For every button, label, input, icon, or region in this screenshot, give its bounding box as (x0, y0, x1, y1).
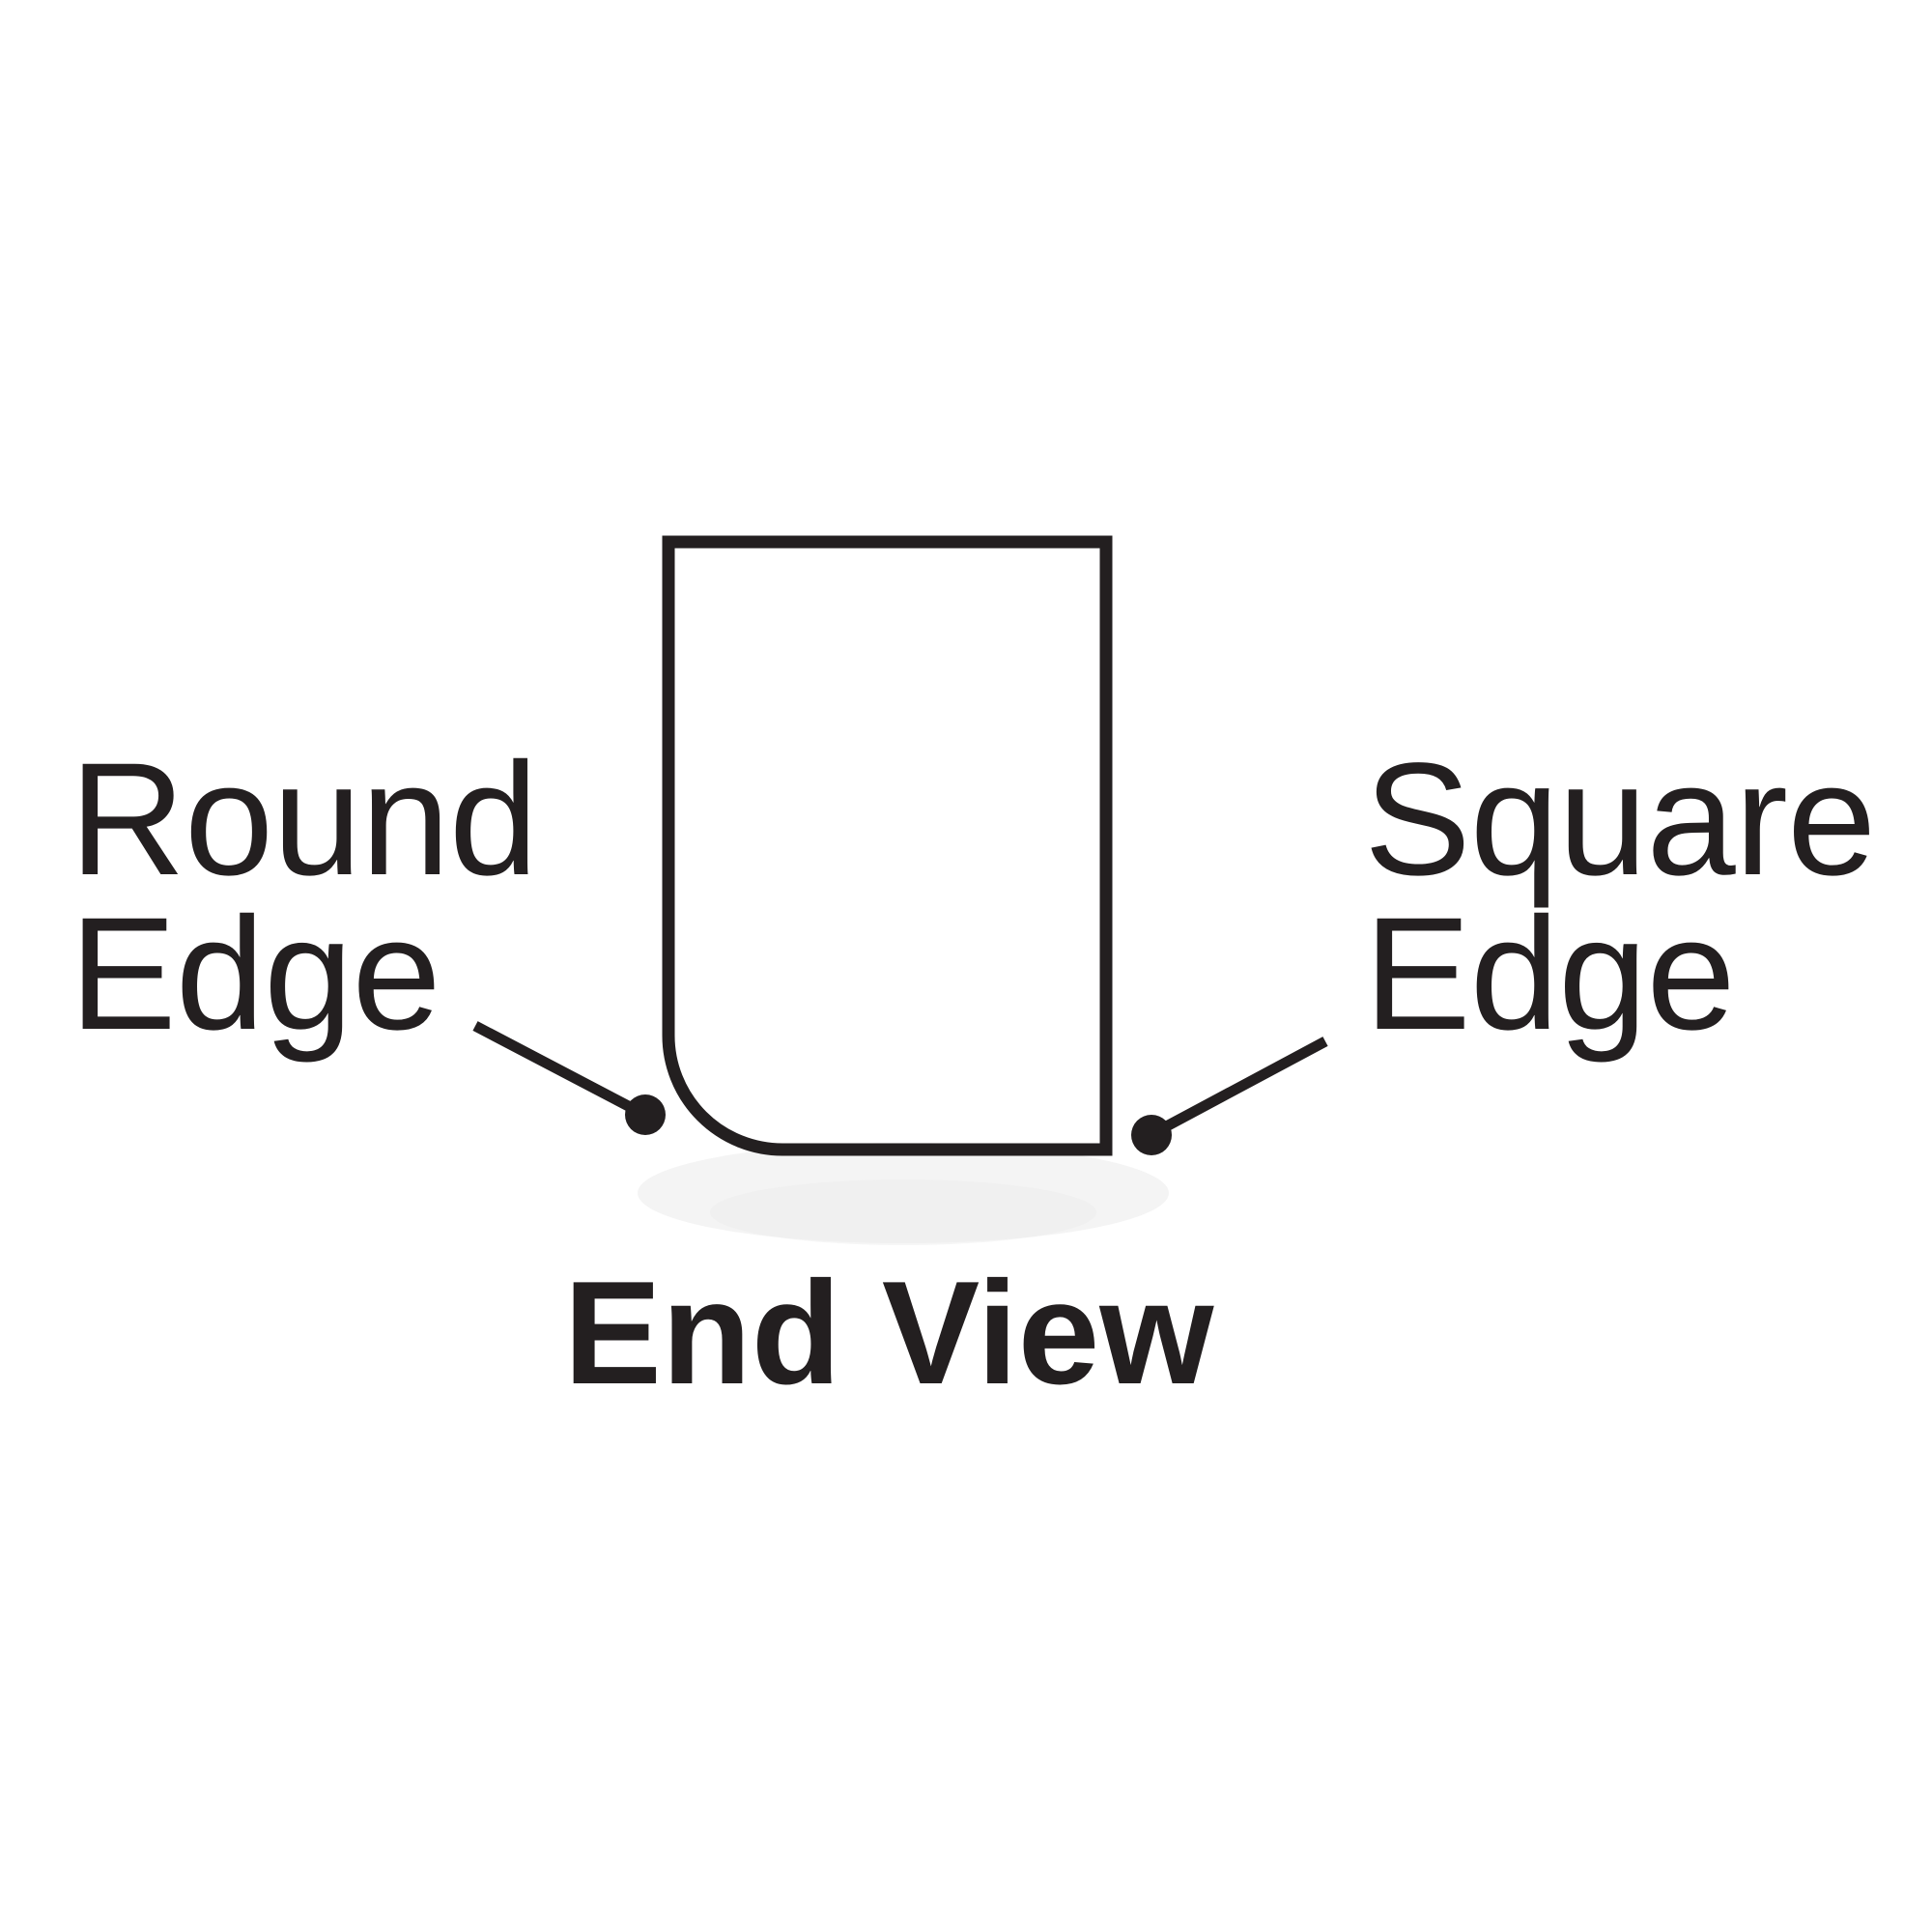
round-edge-label-line1: Round (70, 730, 537, 909)
leader-dot-round-edge (625, 1094, 666, 1135)
profile-outline (662, 535, 1113, 1156)
profile-shadow-soft (710, 1179, 1096, 1245)
leader-line-square-edge (1156, 1037, 1328, 1135)
square-edge-label-line1: Square (1364, 730, 1875, 909)
leader-dot-square-edge (1131, 1115, 1172, 1155)
round-edge-label-line2: Edge (70, 885, 440, 1064)
square-edge-label-line2: Edge (1364, 885, 1735, 1064)
shadow-group (638, 1143, 1169, 1245)
profile-shadow (638, 1143, 1169, 1243)
end-view-caption: End View (564, 1251, 1215, 1415)
leader-line-round-edge (472, 1021, 640, 1116)
